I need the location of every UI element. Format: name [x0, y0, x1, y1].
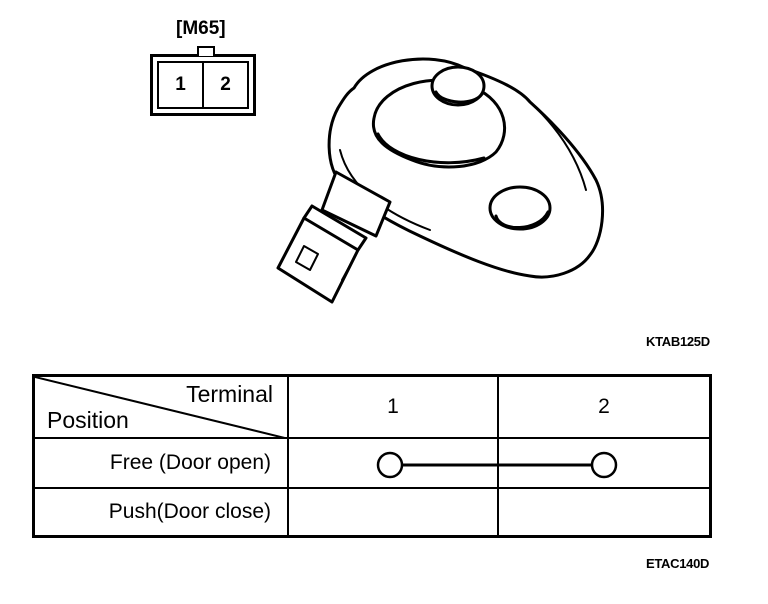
continuity-table: Terminal Position 1 2 Free (Door open) P… — [32, 374, 712, 538]
figure-code-bottom: ETAC140D — [646, 556, 710, 571]
connector-pin-2: 2 — [202, 63, 247, 107]
header-terminal-label: Terminal — [186, 381, 273, 407]
continuity-terminal-1 — [376, 451, 404, 479]
connector-diagram: 1 2 — [150, 46, 256, 116]
row-label-push: Push(Door close) — [108, 500, 271, 523]
continuity-marks — [376, 451, 618, 479]
connector-pin-1: 1 — [175, 74, 186, 95]
header-corner-cell: Terminal Position — [35, 377, 287, 437]
door-switch-icon — [276, 57, 605, 304]
connector-face: 1 2 — [157, 61, 249, 109]
column-divider — [287, 377, 289, 535]
header-position-label: Position — [47, 407, 129, 433]
column-divider — [497, 377, 499, 535]
connector-latch — [197, 46, 215, 56]
row-divider — [35, 487, 709, 489]
figure-code-top: KTAB125D — [646, 334, 710, 349]
header-diagonal — [35, 377, 289, 439]
continuity-terminal-2 — [590, 451, 618, 479]
connector-label: [M65] — [176, 18, 226, 39]
header-column-1: 1 — [387, 395, 399, 418]
header-divider — [35, 437, 709, 439]
row-label-free: Free (Door open) — [109, 451, 271, 474]
header-column-2: 2 — [598, 395, 610, 418]
